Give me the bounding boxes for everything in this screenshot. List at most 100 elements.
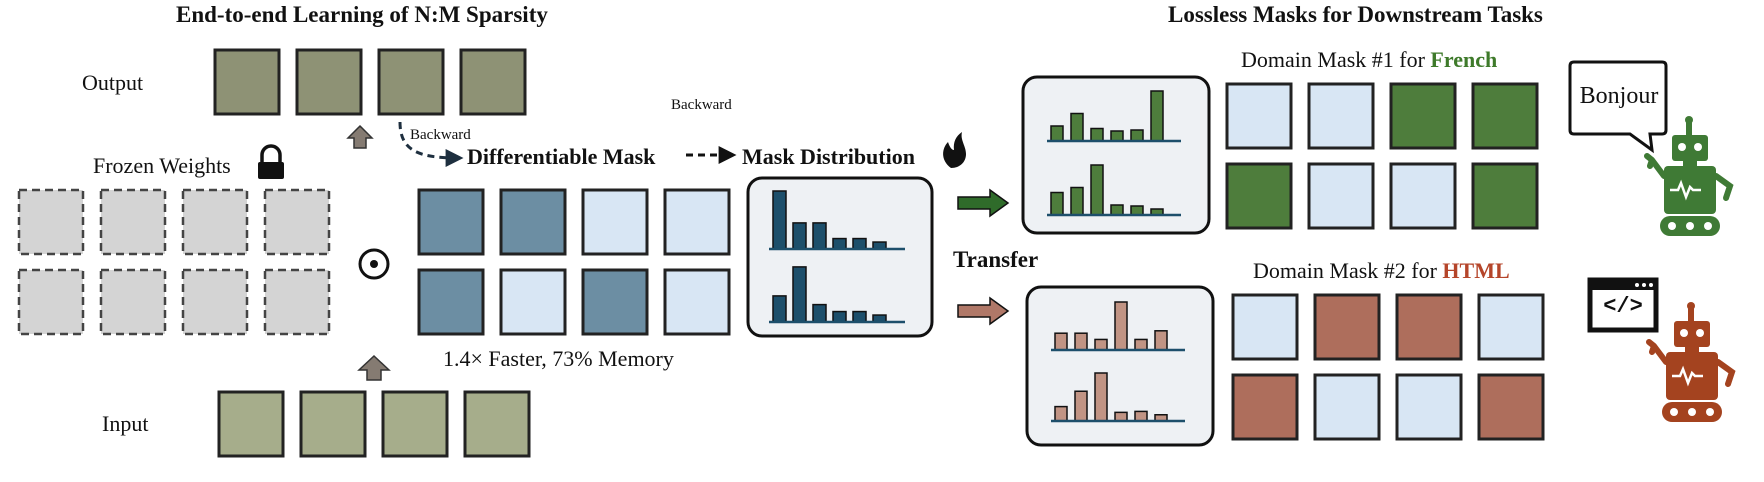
backward-label-2: Backward — [671, 97, 732, 113]
frozen-weight — [99, 268, 167, 336]
french-mask-prefix: Domain Mask #1 for — [1241, 47, 1431, 72]
mask-square — [663, 188, 731, 256]
mask-distribution-label: Mask Distribution — [742, 144, 915, 169]
left-section-title: End-to-end Learning of N:M Sparsity — [176, 2, 548, 27]
distribution-bar — [852, 237, 867, 250]
html-mask-square — [1395, 373, 1463, 441]
mask-square — [499, 188, 567, 256]
mask-square — [417, 268, 485, 336]
output-label: Output — [82, 70, 144, 95]
french-name: French — [1430, 47, 1498, 72]
distribution-bar — [792, 266, 807, 323]
french-bar — [1050, 125, 1064, 142]
html-mask-title: Domain Mask #2 for HTML — [1253, 258, 1510, 284]
flame-icon — [943, 132, 966, 168]
mask-square — [581, 188, 649, 256]
french-mask-square — [1225, 162, 1293, 230]
html-mask-square — [1313, 293, 1381, 361]
distribution-bar — [772, 190, 787, 250]
html-bar — [1094, 338, 1108, 351]
distribution-bar — [812, 303, 827, 323]
frozen-weight — [99, 188, 167, 256]
html-bar — [1074, 390, 1088, 422]
input-square — [217, 390, 285, 458]
html-histogram-bars — [1051, 301, 1185, 423]
french-mask-square — [1471, 82, 1539, 150]
french-mask-square — [1471, 162, 1539, 230]
french-mask-square — [1389, 162, 1457, 230]
output-square — [377, 48, 445, 116]
speech-bubble — [1568, 60, 1668, 154]
french-mask-square — [1389, 82, 1457, 150]
html-mask-grid — [1231, 293, 1545, 441]
differentiable-mask-grid — [417, 188, 731, 336]
input-squares — [217, 390, 531, 458]
frozen-weight — [263, 268, 331, 336]
html-mask-square — [1231, 373, 1299, 441]
html-mask-square — [1395, 293, 1463, 361]
html-mask-square — [1231, 293, 1299, 361]
up-arrow-icon — [346, 124, 374, 149]
html-mask-prefix: Domain Mask #2 for — [1253, 258, 1443, 283]
output-square — [295, 48, 363, 116]
french-bar — [1110, 130, 1124, 142]
french-mask-square — [1225, 82, 1293, 150]
french-mask-square — [1307, 162, 1375, 230]
backward-label-1: Backward — [410, 127, 471, 143]
html-bar — [1114, 301, 1128, 351]
frozen-weight — [17, 268, 85, 336]
html-mask-square — [1477, 293, 1545, 361]
code-symbol: </> — [1603, 294, 1643, 319]
robot-icon-red — [1646, 302, 1736, 422]
hadamard-operator — [358, 248, 390, 280]
html-bar — [1054, 332, 1068, 351]
distribution-bar — [832, 237, 847, 250]
mask-distribution-bars — [769, 190, 905, 324]
distribution-bar — [792, 222, 807, 250]
french-bar — [1130, 205, 1144, 216]
french-histogram-bars — [1047, 90, 1181, 217]
mask-square — [663, 268, 731, 336]
french-mask-title: Domain Mask #1 for French — [1241, 47, 1497, 73]
html-bar — [1134, 338, 1148, 351]
french-mask-grid — [1225, 82, 1539, 230]
input-label: Input — [102, 411, 149, 436]
html-bar — [1154, 330, 1168, 351]
mask-square — [499, 268, 567, 336]
lock-icon — [258, 144, 284, 179]
distribution-bar — [772, 295, 787, 323]
frozen-weight — [17, 188, 85, 256]
french-bar — [1090, 164, 1104, 216]
html-mask-square — [1313, 373, 1381, 441]
frozen-weight — [263, 188, 331, 256]
input-square — [463, 390, 531, 458]
input-square — [299, 390, 367, 458]
frozen-weights-label: Frozen Weights — [93, 153, 231, 178]
up-arrow-icon — [357, 354, 391, 381]
frozen-weight — [181, 188, 249, 256]
html-name: HTML — [1442, 258, 1510, 283]
distribution-bar — [812, 222, 827, 250]
speech-text: Bonjour — [1579, 83, 1659, 109]
mask-square — [417, 188, 485, 256]
french-bar — [1150, 90, 1164, 142]
frozen-weight — [181, 268, 249, 336]
html-histogram-panel — [1025, 285, 1215, 447]
french-bar — [1090, 127, 1104, 142]
code-window-icon — [1587, 277, 1659, 333]
transfer-arrow-html — [957, 296, 1010, 326]
speed-caption: 1.4× Faster, 73% Memory — [443, 346, 674, 371]
output-square — [459, 48, 527, 116]
distribution-bar — [852, 310, 867, 323]
robot-icon-green — [1644, 116, 1734, 236]
differentiable-mask-label: Differentiable Mask — [467, 144, 656, 169]
output-square — [213, 48, 281, 116]
input-square — [381, 390, 449, 458]
html-bar — [1094, 372, 1108, 422]
french-bar — [1050, 191, 1064, 216]
transfer-label: Transfer — [953, 247, 1039, 272]
output-squares — [213, 48, 527, 116]
mask-square — [581, 268, 649, 336]
html-bar — [1114, 411, 1128, 422]
